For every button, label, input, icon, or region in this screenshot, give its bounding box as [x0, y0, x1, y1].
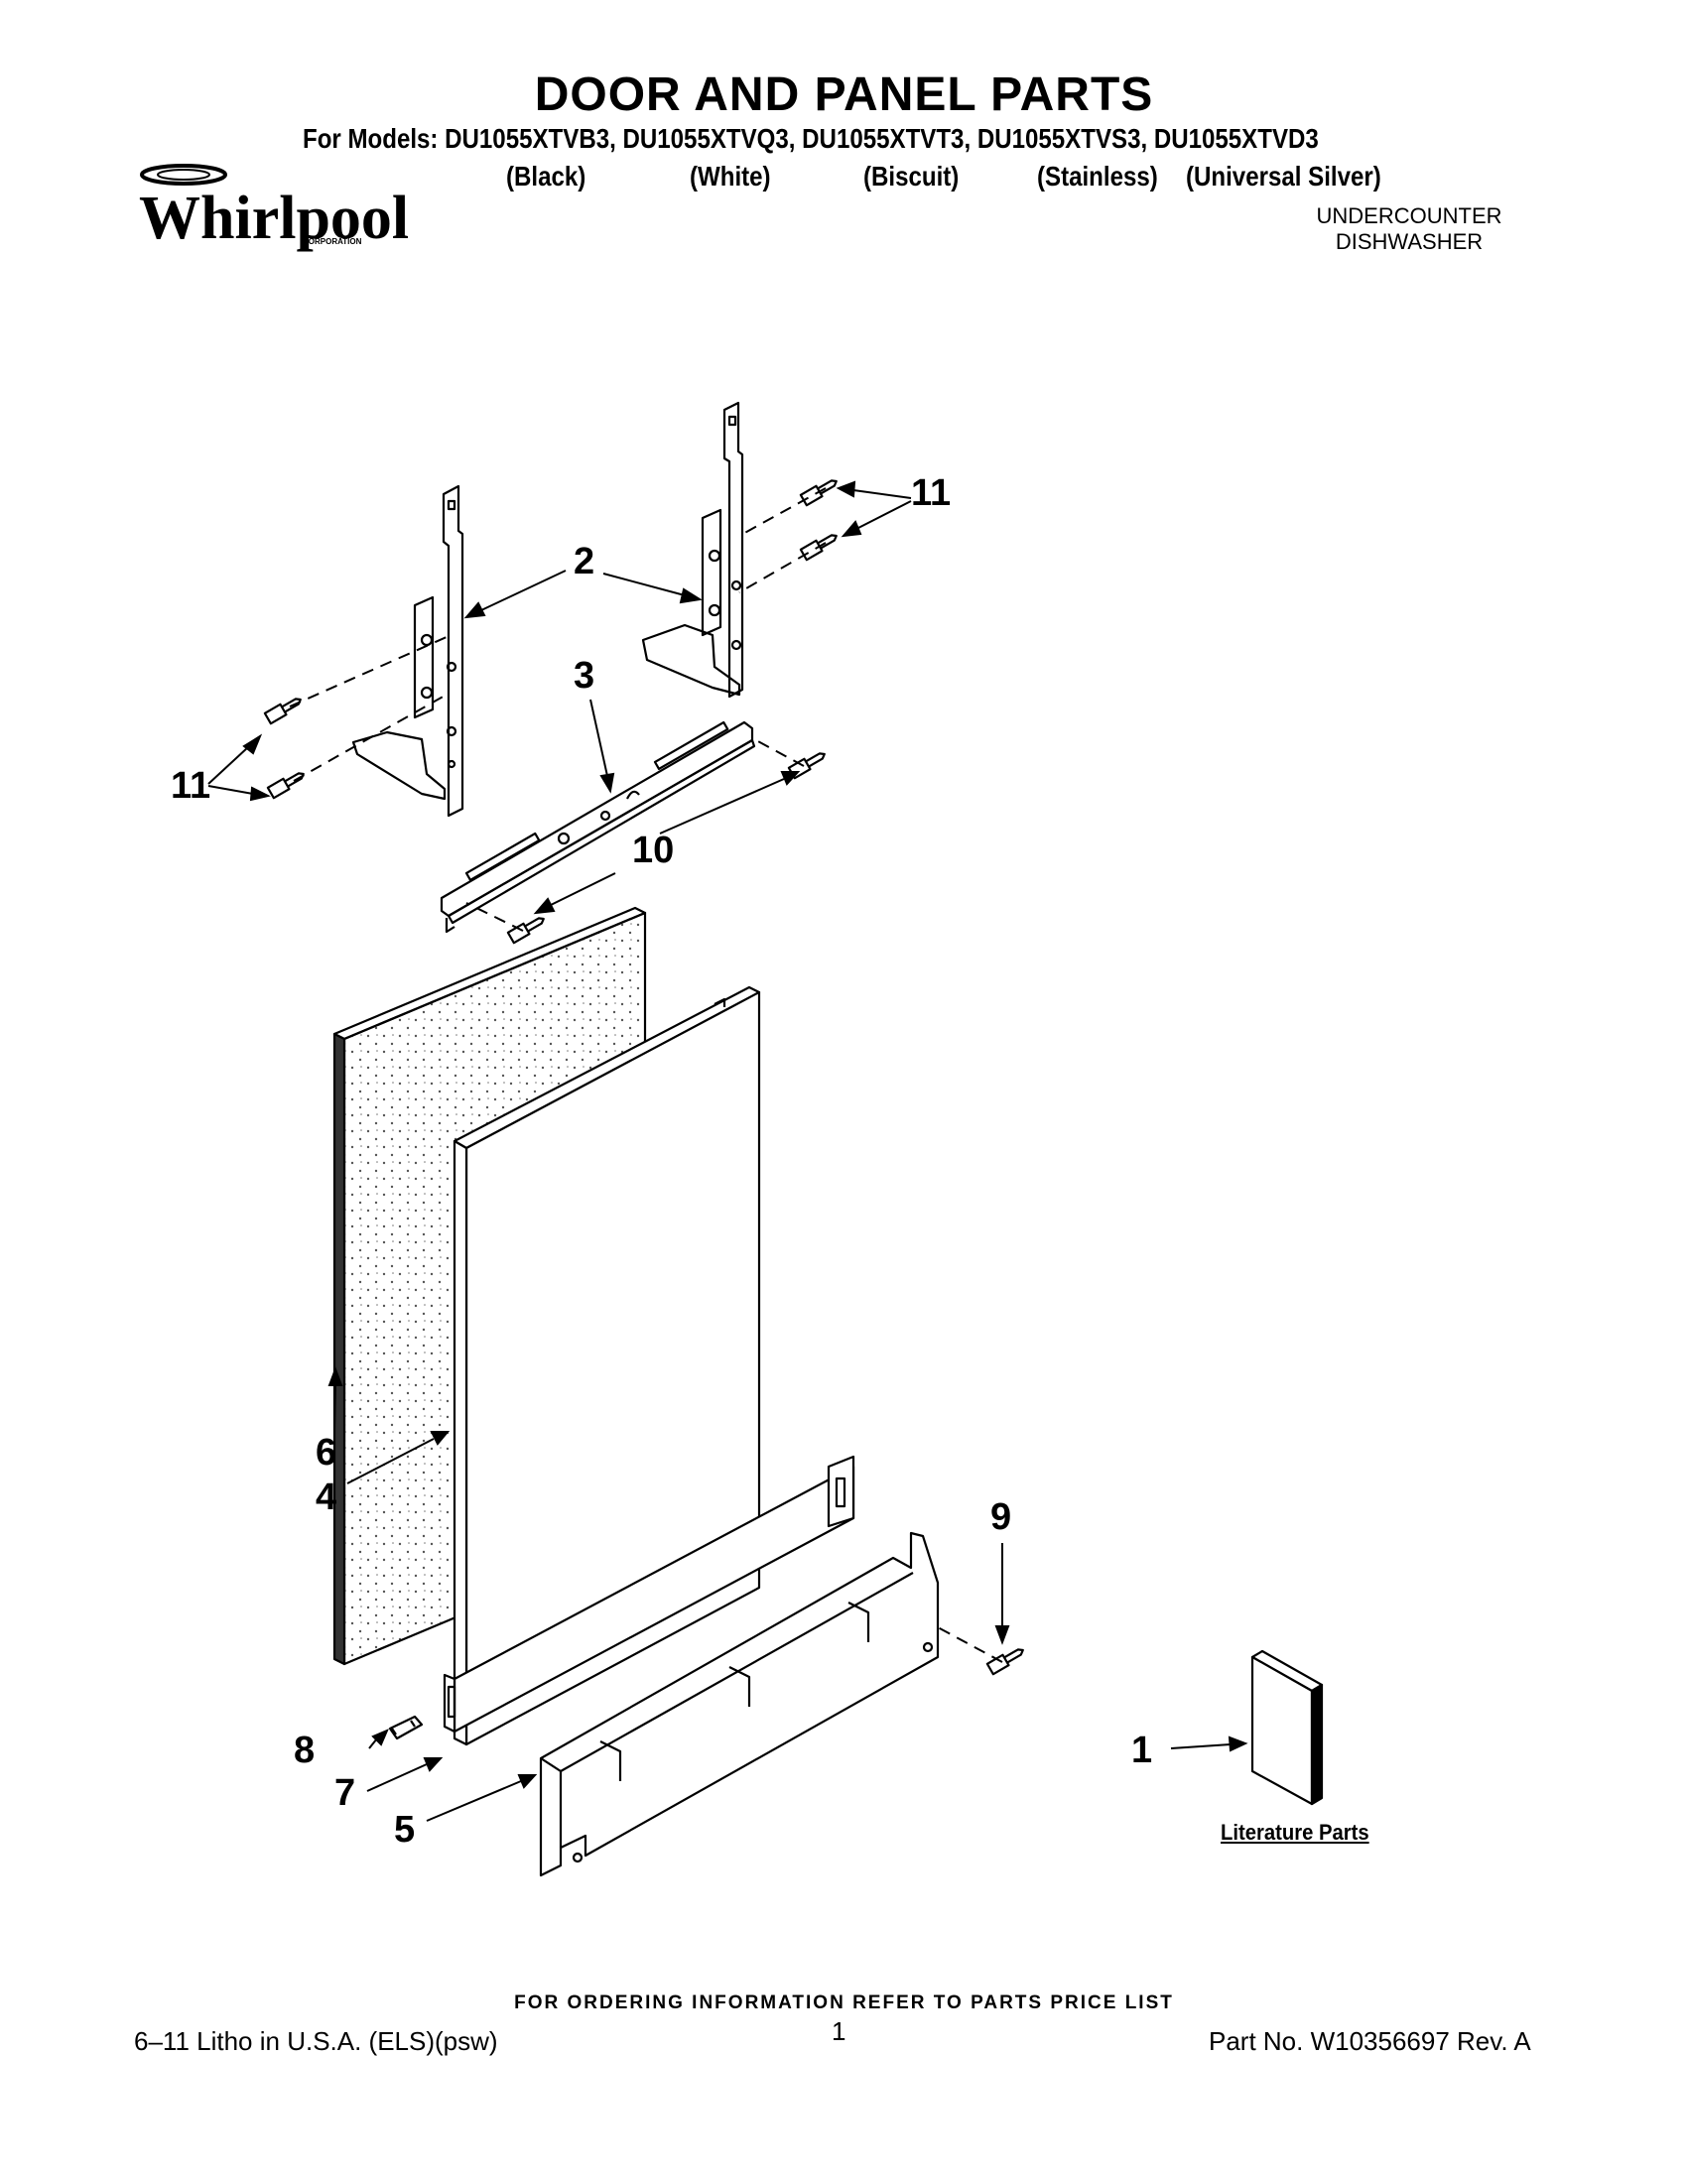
callout-6: 6 — [316, 1432, 337, 1474]
callout-9: 9 — [990, 1496, 1012, 1538]
left-door-hinge — [351, 484, 464, 818]
variant-black: (Black) — [506, 161, 586, 192]
ordering-note: FOR ORDERING INFORMATION REFER TO PARTS … — [514, 1992, 1174, 2013]
literature-parts-label: Literature Parts — [1221, 1820, 1369, 1845]
litho-info: 6–11 Litho in U.S.A. (ELS)(psw) — [134, 2026, 498, 2056]
document-part-number: Part No. W10356697 Rev. A — [1209, 2026, 1531, 2056]
variant-universal-silver: (Universal Silver) — [1186, 161, 1381, 192]
variant-white: (White) — [690, 161, 771, 192]
page-title: DOOR AND PANEL PARTS — [534, 68, 1154, 121]
page-number: 1 — [832, 2016, 846, 2046]
panel-clip — [388, 1715, 424, 1740]
screws — [263, 479, 1024, 1676]
variant-stainless: (Stainless) — [1037, 161, 1158, 192]
screw-11-left-lower — [266, 772, 305, 800]
toe-panel-mounting-bracket — [539, 1531, 940, 1877]
logo-wordmark: Whirlpool — [139, 185, 409, 252]
leader-lines — [207, 480, 1248, 1822]
callout-5: 5 — [394, 1809, 416, 1851]
logo-corporation: CORPORATION — [303, 237, 362, 246]
appliance-line-1: UNDERCOUNTER — [1316, 203, 1502, 228]
whirlpool-logo: Whirlpool CORPORATION — [139, 164, 409, 252]
callout-11-left: 11 — [171, 765, 211, 807]
callout-7: 7 — [334, 1772, 356, 1814]
callout-2: 2 — [574, 541, 595, 582]
model-list: For Models: DU1055XTVB3, DU1055XTVQ3, DU… — [303, 123, 1319, 154]
callout-11-right: 11 — [911, 472, 952, 514]
screw-10-left — [506, 917, 545, 945]
appliance-line-2: DISHWASHER — [1335, 229, 1484, 254]
toe-panel — [443, 1455, 855, 1734]
callout-10: 10 — [632, 830, 675, 871]
callout-8: 8 — [294, 1730, 316, 1771]
callout-1: 1 — [1131, 1730, 1153, 1771]
literature-parts-booklet — [1250, 1649, 1324, 1806]
callout-4: 4 — [316, 1477, 337, 1518]
screw-9 — [985, 1648, 1024, 1676]
callout-3: 3 — [574, 655, 595, 697]
right-door-hinge — [641, 401, 744, 699]
screw-11-left-upper — [263, 698, 302, 725]
appliance-type: UNDERCOUNTER DISHWASHER — [1290, 203, 1528, 255]
door-brace — [440, 720, 756, 934]
variant-biscuit: (Biscuit) — [863, 161, 960, 192]
